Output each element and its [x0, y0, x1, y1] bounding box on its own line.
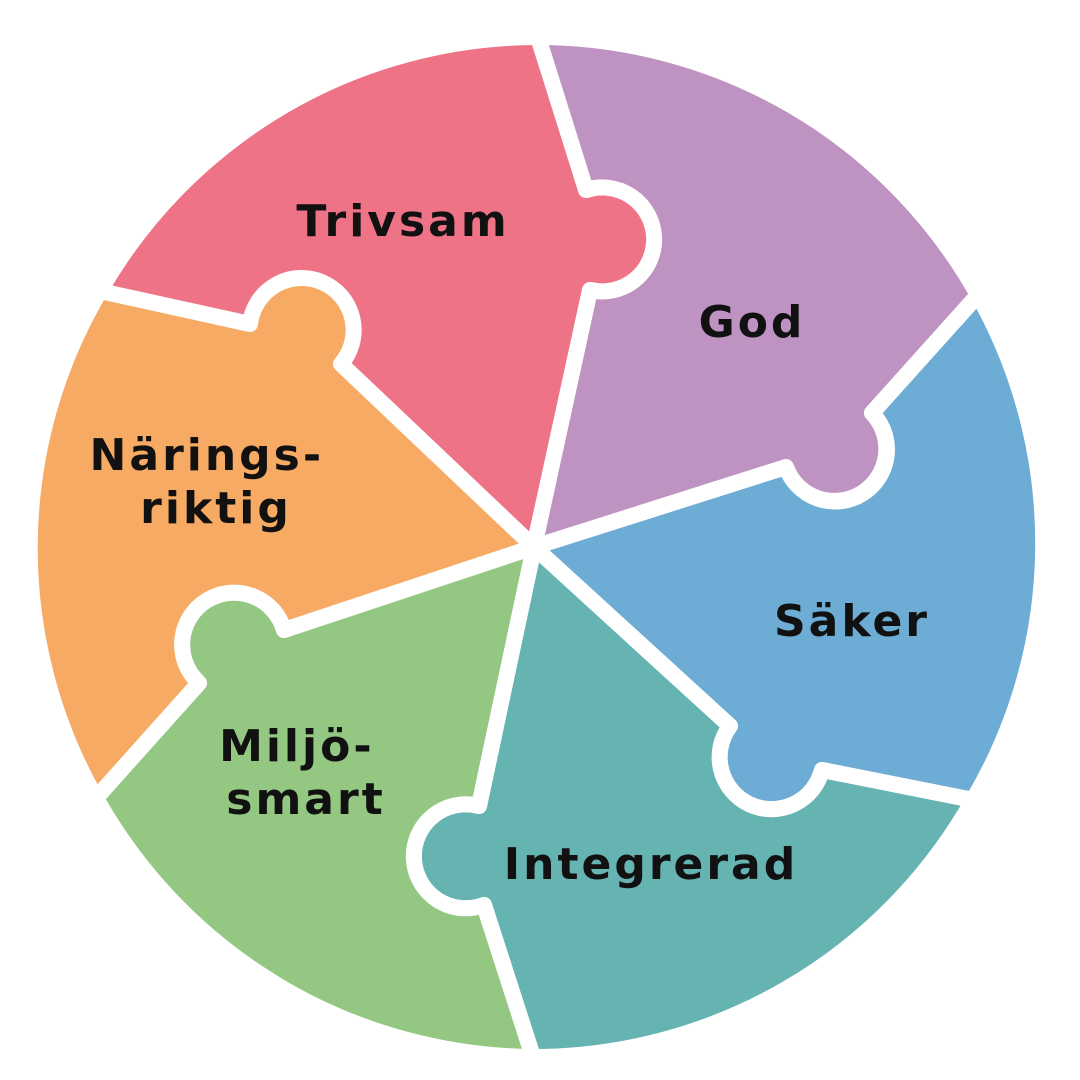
piece-miljosmart: Miljö- smart [88, 539, 542, 1065]
label-miljosmart: Miljö- smart [219, 721, 393, 825]
label-saker-line-1: Säker [774, 596, 930, 647]
label-naringsriktig: Närings- riktig [90, 430, 343, 534]
label-miljosmart-line-2: smart [226, 774, 385, 825]
label-god: God [699, 297, 806, 348]
label-trivsam: Trivsam [296, 196, 509, 247]
piece-naringsriktig: Närings- riktig [21, 270, 542, 806]
label-god-line-1: God [699, 297, 806, 348]
label-naringsriktig-line-2: riktig [140, 483, 292, 534]
label-trivsam-line-1: Trivsam [296, 196, 509, 247]
label-integrerad: Integrerad [504, 839, 799, 890]
label-miljosmart-line-1: Miljö- [219, 721, 375, 772]
label-saker: Säker [774, 596, 930, 647]
label-naringsriktig-line-1: Närings- [90, 430, 325, 481]
segment-naringsriktig [21, 270, 542, 806]
label-integrerad-line-1: Integrerad [504, 839, 799, 890]
